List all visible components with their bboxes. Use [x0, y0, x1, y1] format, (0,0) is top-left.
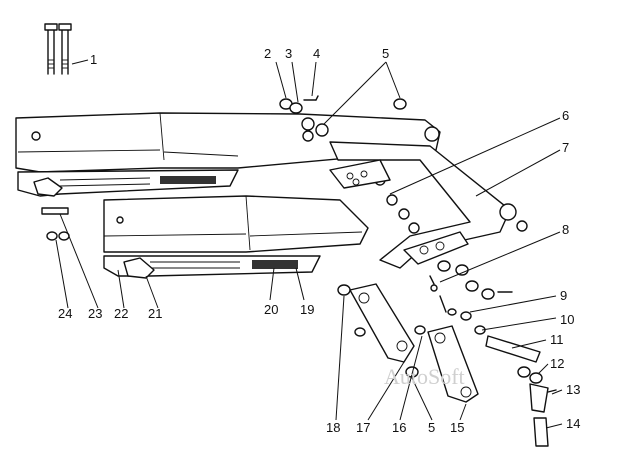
callout-1: 1 [90, 52, 97, 67]
lower-beam [103, 195, 369, 279]
callout-23: 23 [88, 306, 102, 321]
leader-lines [55, 59, 563, 429]
callout-19: 19 [300, 302, 314, 317]
callout-11: 11 [550, 332, 564, 347]
callout-8: 8 [562, 222, 569, 237]
callout-13: 13 [566, 382, 580, 397]
callout-17: 17 [356, 420, 370, 435]
callout-labels: 1 2 3 4 5 6 7 8 9 10 11 12 13 14 15 5 16… [58, 46, 580, 435]
callout-20: 20 [264, 302, 278, 317]
callout-9: 9 [560, 288, 567, 303]
callout-14: 14 [566, 416, 580, 431]
callout-24: 24 [58, 306, 72, 321]
link-plates [337, 283, 479, 403]
callout-21: 21 [148, 306, 162, 321]
callout-18: 18 [326, 420, 340, 435]
callout-4: 4 [313, 46, 320, 61]
callout-7: 7 [562, 140, 569, 155]
callout-22: 22 [114, 306, 128, 321]
callout-6: 6 [562, 108, 569, 123]
callout-5-top: 5 [382, 46, 389, 61]
middle-right-parts [429, 260, 557, 447]
upper-beam [15, 112, 441, 197]
callout-5-bottom: 5 [428, 420, 435, 435]
bolts [44, 23, 72, 75]
callout-16: 16 [392, 420, 406, 435]
connecting-arm [329, 141, 528, 269]
top-fasteners [279, 95, 407, 142]
callout-10: 10 [560, 312, 574, 327]
callout-3: 3 [285, 46, 292, 61]
watermark: AutoSoft [384, 364, 465, 389]
small-parts-left [41, 207, 70, 241]
callout-2: 2 [264, 46, 271, 61]
callout-15: 15 [450, 420, 464, 435]
callout-12: 12 [550, 356, 564, 371]
